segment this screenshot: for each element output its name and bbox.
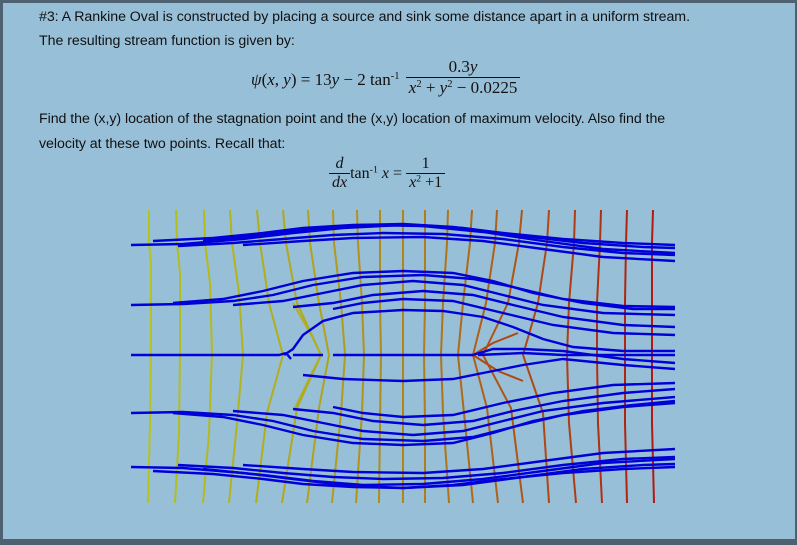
inverse-superscript: -1 <box>390 70 400 82</box>
rankine-oval-flow-plot <box>130 209 676 504</box>
problem-statement-line-2: The resulting stream function is given b… <box>39 33 295 49</box>
streamlines <box>130 222 676 490</box>
derivative-rhs-fraction: 1 x2 +1 <box>406 155 446 192</box>
problem-statement-line-3: Find the (x,y) location of the stagnatio… <box>39 111 666 127</box>
derivative-operator: d dx <box>329 155 351 192</box>
derivative-identity: d dx tan-1 x = 1 x2 +1 <box>329 155 446 192</box>
stream-function-equation: ψ(x, y) = 13y − 2 tan-1 0.3y x2 + y2 − 0… <box>251 57 521 98</box>
stream-function-denominator: x2 + y2 − 0.0225 <box>405 77 521 98</box>
problem-statement-line-1: #3: A Rankine Oval is constructed by pla… <box>39 9 690 25</box>
problem-statement-line-4: velocity at these two points. Recall tha… <box>39 136 286 152</box>
problem-panel: #3: A Rankine Oval is constructed by pla… <box>3 3 797 539</box>
stream-function-numerator: 0.3y <box>448 57 478 76</box>
stream-function-fraction: 0.3y x2 + y2 − 0.0225 <box>405 57 521 98</box>
